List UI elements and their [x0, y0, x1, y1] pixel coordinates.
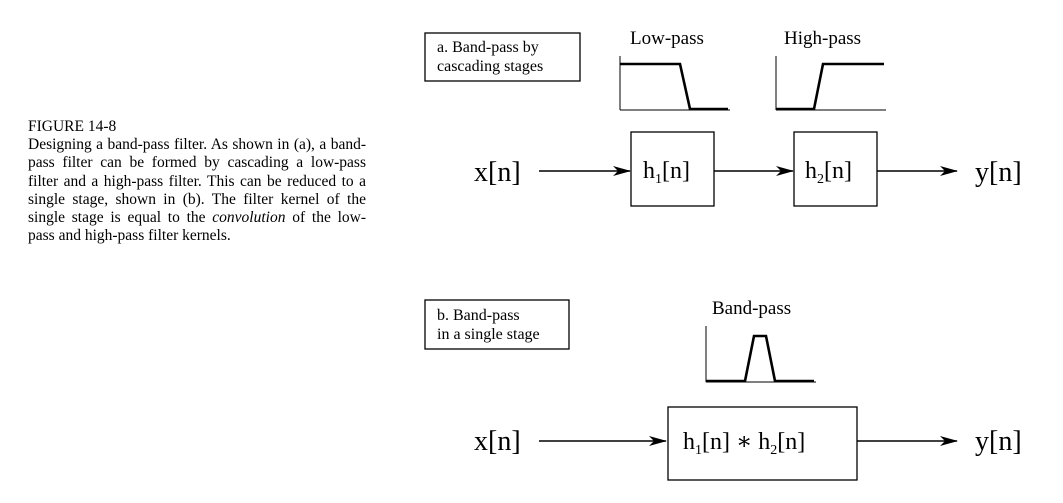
stage-h2-box: [793, 131, 878, 207]
panel-b-input-signal: x[n]: [474, 426, 521, 457]
bandpass-response-plot: [705, 326, 816, 383]
caption-title: FIGURE 14-8: [28, 118, 117, 135]
panel-b-label-line2: in a single stage: [437, 326, 540, 343]
panel-a: a. Band-pass by cascading stages Low-pas…: [424, 28, 1022, 207]
highpass-response-plot: [775, 56, 886, 111]
combined-stage-label: h1[n] ∗ h2[n]: [683, 429, 805, 458]
convolution-symbol: ∗: [736, 429, 752, 455]
panel-a-input-signal: x[n]: [474, 157, 521, 188]
bandpass-title: Band-pass: [712, 298, 791, 319]
stage-h1-label: h1[n]: [643, 158, 690, 187]
panel-b-label-line1: b. Band-pass: [437, 307, 520, 324]
panel-a-label-line2: cascading stages: [437, 58, 543, 75]
lowpass-response-plot: [619, 56, 730, 111]
panel-b: b. Band-pass in a single stage Band-pass…: [424, 298, 1022, 481]
stage-h2-label: h2[n]: [805, 158, 852, 187]
figure-caption: FIGURE 14-8 Designing a band-pass filter…: [28, 118, 366, 245]
combined-stage-box: [667, 406, 858, 481]
caption-text-end: of the low-pass and high-pass filter ker…: [28, 209, 366, 245]
panel-a-label-box: [424, 32, 581, 82]
panel-b-label-box: [424, 299, 570, 350]
caption-text: Designing a band-pass filter. As shown i…: [28, 136, 366, 227]
lowpass-title: Low-pass: [630, 28, 704, 49]
panel-b-output-signal: y[n]: [975, 426, 1022, 457]
panel-a-label-line1: a. Band-pass by: [437, 39, 539, 56]
highpass-title: High-pass: [784, 28, 861, 49]
panel-a-output-signal: y[n]: [975, 157, 1022, 188]
stage-h1-box: [630, 131, 715, 207]
caption-italic-term: convolution: [212, 209, 286, 227]
